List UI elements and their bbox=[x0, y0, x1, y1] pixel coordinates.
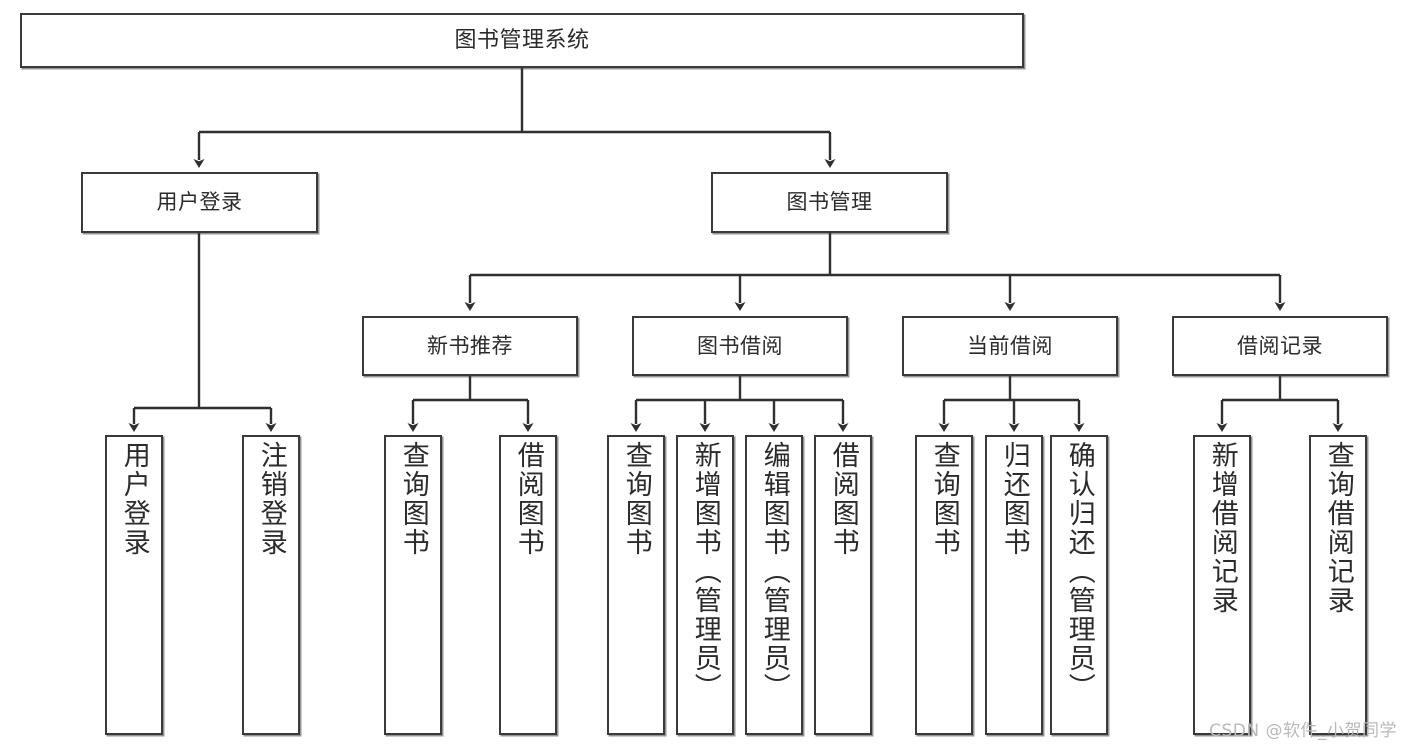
node-label: 注销登录 bbox=[255, 441, 287, 557]
leaf-confirm-return-admin[interactable]: 确认归还（管理员） bbox=[1050, 435, 1108, 735]
leaf-edit-book-admin[interactable]: 编辑图书（管理员） bbox=[745, 435, 803, 735]
leaf-query-book-borrow[interactable]: 查询图书 bbox=[607, 435, 665, 735]
leaf-add-book-admin[interactable]: 新增图书（管理员） bbox=[676, 435, 734, 735]
node-label: 借阅图书 bbox=[827, 441, 859, 557]
node-user-login[interactable]: 用户登录 bbox=[81, 172, 318, 233]
leaf-query-book-recommend[interactable]: 查询图书 bbox=[384, 435, 442, 735]
node-label: 归还图书 bbox=[998, 441, 1030, 557]
node-label: 图书借阅 bbox=[697, 333, 783, 358]
node-label: 当前借阅 bbox=[967, 333, 1053, 358]
leaf-query-book-current[interactable]: 查询图书 bbox=[915, 435, 973, 735]
node-label: 图书管理 bbox=[786, 190, 873, 215]
leaf-borrow-book-recommend[interactable]: 借阅图书 bbox=[499, 435, 557, 735]
node-label: 用户登录 bbox=[156, 190, 243, 215]
leaf-query-borrow-record[interactable]: 查询借阅记录 bbox=[1309, 435, 1367, 735]
node-label: 借阅图书 bbox=[512, 441, 544, 557]
node-borrow-record[interactable]: 借阅记录 bbox=[1172, 316, 1388, 376]
leaf-logout[interactable]: 注销登录 bbox=[242, 435, 300, 735]
node-root-library-system[interactable]: 图书管理系统 bbox=[20, 13, 1024, 68]
leaf-borrow-book[interactable]: 借阅图书 bbox=[814, 435, 872, 735]
node-label: 新增图书（管理员） bbox=[689, 441, 721, 702]
node-label: 查询图书 bbox=[928, 441, 960, 557]
leaf-return-book[interactable]: 归还图书 bbox=[985, 435, 1043, 735]
node-label: 查询借阅记录 bbox=[1322, 441, 1354, 615]
node-label: 编辑图书（管理员） bbox=[758, 441, 790, 702]
node-label: 确认归还（管理员） bbox=[1063, 441, 1095, 702]
node-label: 新增借阅记录 bbox=[1206, 441, 1238, 615]
node-book-borrow[interactable]: 图书借阅 bbox=[632, 316, 848, 376]
node-label: 新书推荐 bbox=[427, 333, 513, 358]
watermark-text: CSDN @软件_小贺同学 bbox=[1209, 721, 1397, 741]
leaf-user-login[interactable]: 用户登录 bbox=[105, 435, 163, 735]
leaf-add-borrow-record[interactable]: 新增借阅记录 bbox=[1193, 435, 1251, 735]
node-book-management[interactable]: 图书管理 bbox=[711, 172, 948, 233]
node-label: 查询图书 bbox=[620, 441, 652, 557]
node-label: 借阅记录 bbox=[1237, 333, 1323, 358]
node-label: 查询图书 bbox=[397, 441, 429, 557]
node-label: 用户登录 bbox=[118, 441, 150, 557]
node-current-borrow[interactable]: 当前借阅 bbox=[902, 316, 1118, 376]
node-label: 图书管理系统 bbox=[454, 27, 590, 53]
node-new-book-recommend[interactable]: 新书推荐 bbox=[362, 316, 578, 376]
